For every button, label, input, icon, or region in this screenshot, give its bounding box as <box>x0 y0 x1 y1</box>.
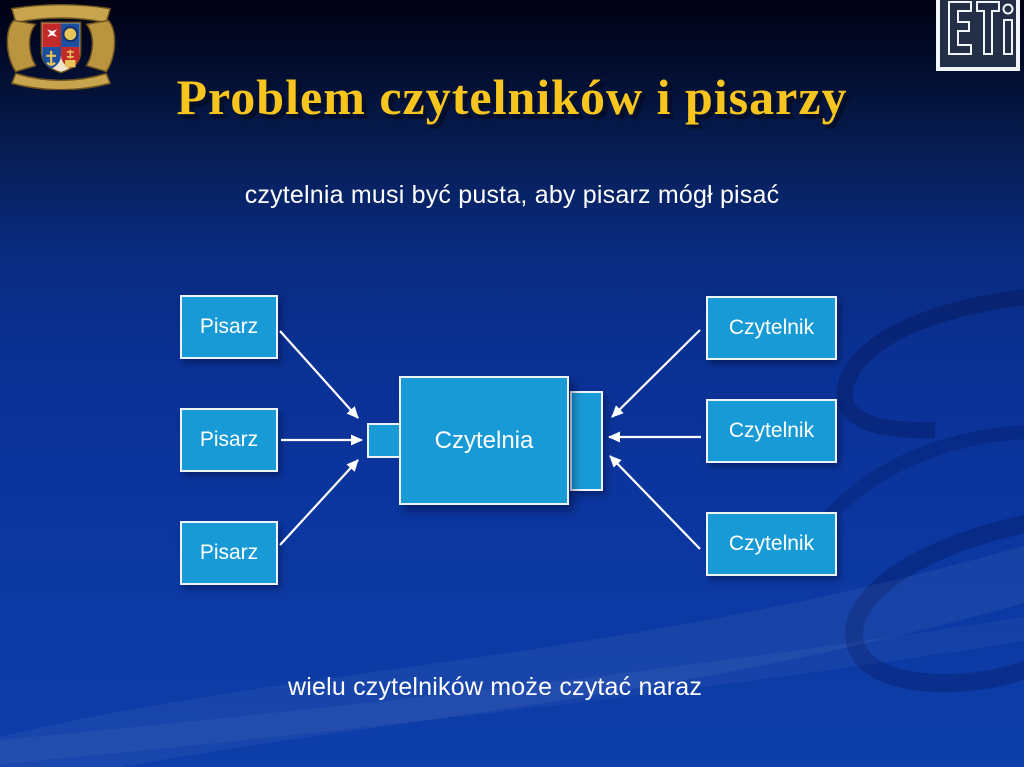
caption-note: wielu czytelników może czytać naraz <box>287 673 703 701</box>
reader-box-3: Czytelnik <box>706 512 837 576</box>
arrow-writer3-to-entry <box>279 459 359 546</box>
arrow-writer1-to-entry <box>279 330 359 419</box>
reader-box-3-label: Czytelnik <box>728 532 815 555</box>
reader-box-2-label: Czytelnik <box>728 419 815 442</box>
writer-box-3-label: Pisarz <box>199 541 259 564</box>
reader-box-2: Czytelnik <box>706 399 837 463</box>
writer-box-1-label: Pisarz <box>199 315 259 338</box>
university-crest-icon <box>6 3 116 90</box>
reading-room-box: Czytelnia <box>399 376 569 505</box>
arrow-reader1-to-exit <box>611 329 701 418</box>
reader-box-1: Czytelnik <box>706 296 837 360</box>
reading-room-exit-port <box>570 391 603 491</box>
writer-box-2: Pisarz <box>180 408 278 472</box>
reader-box-1-label: Czytelnik <box>728 316 815 339</box>
writer-box-1: Pisarz <box>180 295 278 359</box>
writer-box-2-label: Pisarz <box>199 428 259 451</box>
subtitle-note: czytelnia musi być pusta, aby pisarz móg… <box>244 181 780 209</box>
reading-room-label: Czytelnia <box>434 426 534 454</box>
eti-faculty-logo <box>936 0 1020 71</box>
arrow-reader3-to-exit <box>609 455 701 550</box>
slide-title: Problem czytelników i pisarzy <box>176 69 848 125</box>
writer-box-3: Pisarz <box>180 521 278 585</box>
reading-room-entry-port <box>367 423 401 458</box>
